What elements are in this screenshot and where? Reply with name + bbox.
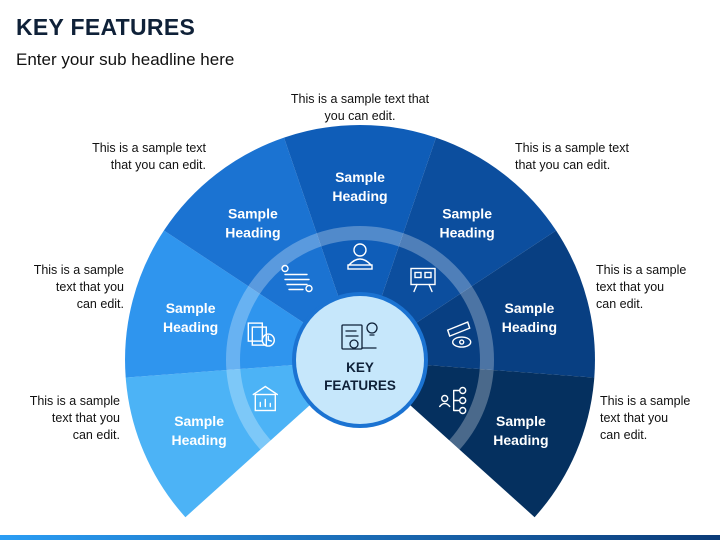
- building-chart-icon: [252, 385, 278, 412]
- segment-heading-line1: Sample: [166, 300, 216, 316]
- segment-heading-line2: Heading: [332, 188, 387, 204]
- segment-heading-line2: Heading: [439, 225, 494, 241]
- idea-document-icon: [341, 322, 378, 350]
- documents-clock-icon: [247, 322, 275, 347]
- segment-1: [125, 360, 360, 518]
- bottom-accent-bar: [0, 535, 720, 540]
- center-circle: [296, 296, 424, 424]
- segment-5: [360, 137, 557, 360]
- segment-heading-line2: Heading: [493, 432, 548, 448]
- inner-ring: [226, 226, 494, 494]
- segment-heading-line2: Heading: [502, 319, 557, 335]
- segment-7: [360, 360, 595, 518]
- segment-heading-line1: Sample: [442, 206, 492, 222]
- route-path-icon: [281, 264, 313, 293]
- page-subtitle: Enter your sub headline here: [16, 50, 235, 69]
- segment-heading-line2: Heading: [163, 319, 218, 335]
- segment-heading-line1: Sample: [228, 206, 278, 222]
- page-title: KEY FEATURES: [16, 14, 196, 40]
- telescope-eye-icon: [446, 321, 472, 348]
- segment-4: [284, 124, 436, 361]
- presentation-board-icon: [410, 267, 436, 293]
- segment-heading-line1: Sample: [174, 413, 224, 429]
- center-label-line1: KEY: [346, 360, 374, 375]
- segment-3: [163, 137, 360, 360]
- center-label-line2: FEATURES: [324, 378, 396, 393]
- segment-heading-line1: Sample: [335, 169, 385, 185]
- segment-heading-line2: Heading: [225, 225, 280, 241]
- person-laptop-icon: [347, 243, 373, 270]
- segment-heading-line2: Heading: [171, 432, 226, 448]
- segment-heading-line1: Sample: [496, 413, 546, 429]
- segment-heading-line1: Sample: [504, 300, 554, 316]
- hierarchy-people-icon: [439, 386, 467, 415]
